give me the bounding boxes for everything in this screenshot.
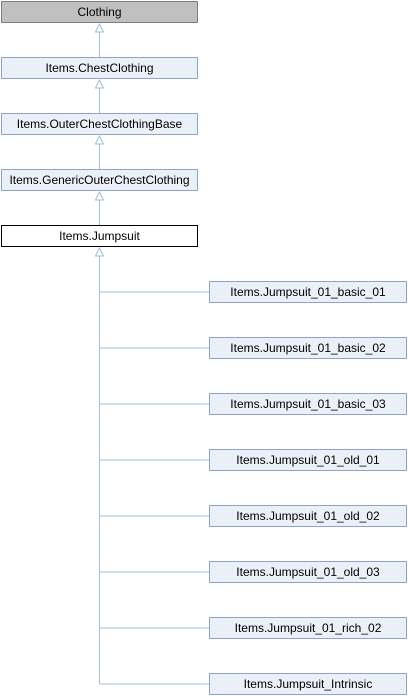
inheritance-arrowhead: [94, 78, 105, 89]
class-node-jumpsuit-rich-02[interactable]: Items.Jumpsuit_01_rich_02: [209, 617, 407, 639]
class-node-jumpsuit-old-02[interactable]: Items.Jumpsuit_01_old_02: [209, 505, 407, 527]
class-node-jumpsuit-old-01[interactable]: Items.Jumpsuit_01_old_01: [209, 449, 407, 471]
class-node-jumpsuit-basic-01[interactable]: Items.Jumpsuit_01_basic_01: [209, 281, 407, 303]
class-node-jumpsuit-current: Items.Jumpsuit: [1, 225, 198, 247]
class-node-jumpsuit-old-03[interactable]: Items.Jumpsuit_01_old_03: [209, 561, 407, 583]
class-node-chest-clothing[interactable]: Items.ChestClothing: [1, 57, 198, 79]
class-node-jumpsuit-intrinsic[interactable]: Items.Jumpsuit_Intrinsic: [209, 673, 407, 695]
inheritance-arrowhead: [94, 22, 105, 33]
inheritance-arrowhead: [94, 134, 105, 145]
class-node-jumpsuit-basic-03[interactable]: Items.Jumpsuit_01_basic_03: [209, 393, 407, 415]
class-node-outer-chest-clothing-base[interactable]: Items.OuterChestClothingBase: [1, 113, 198, 135]
class-node-clothing: Clothing: [1, 1, 198, 23]
class-node-jumpsuit-basic-02[interactable]: Items.Jumpsuit_01_basic_02: [209, 337, 407, 359]
inheritance-arrowhead: [94, 246, 105, 257]
inheritance-arrowhead: [94, 190, 105, 201]
class-node-generic-outer-chest-clothing[interactable]: Items.GenericOuterChestClothing: [1, 169, 198, 191]
